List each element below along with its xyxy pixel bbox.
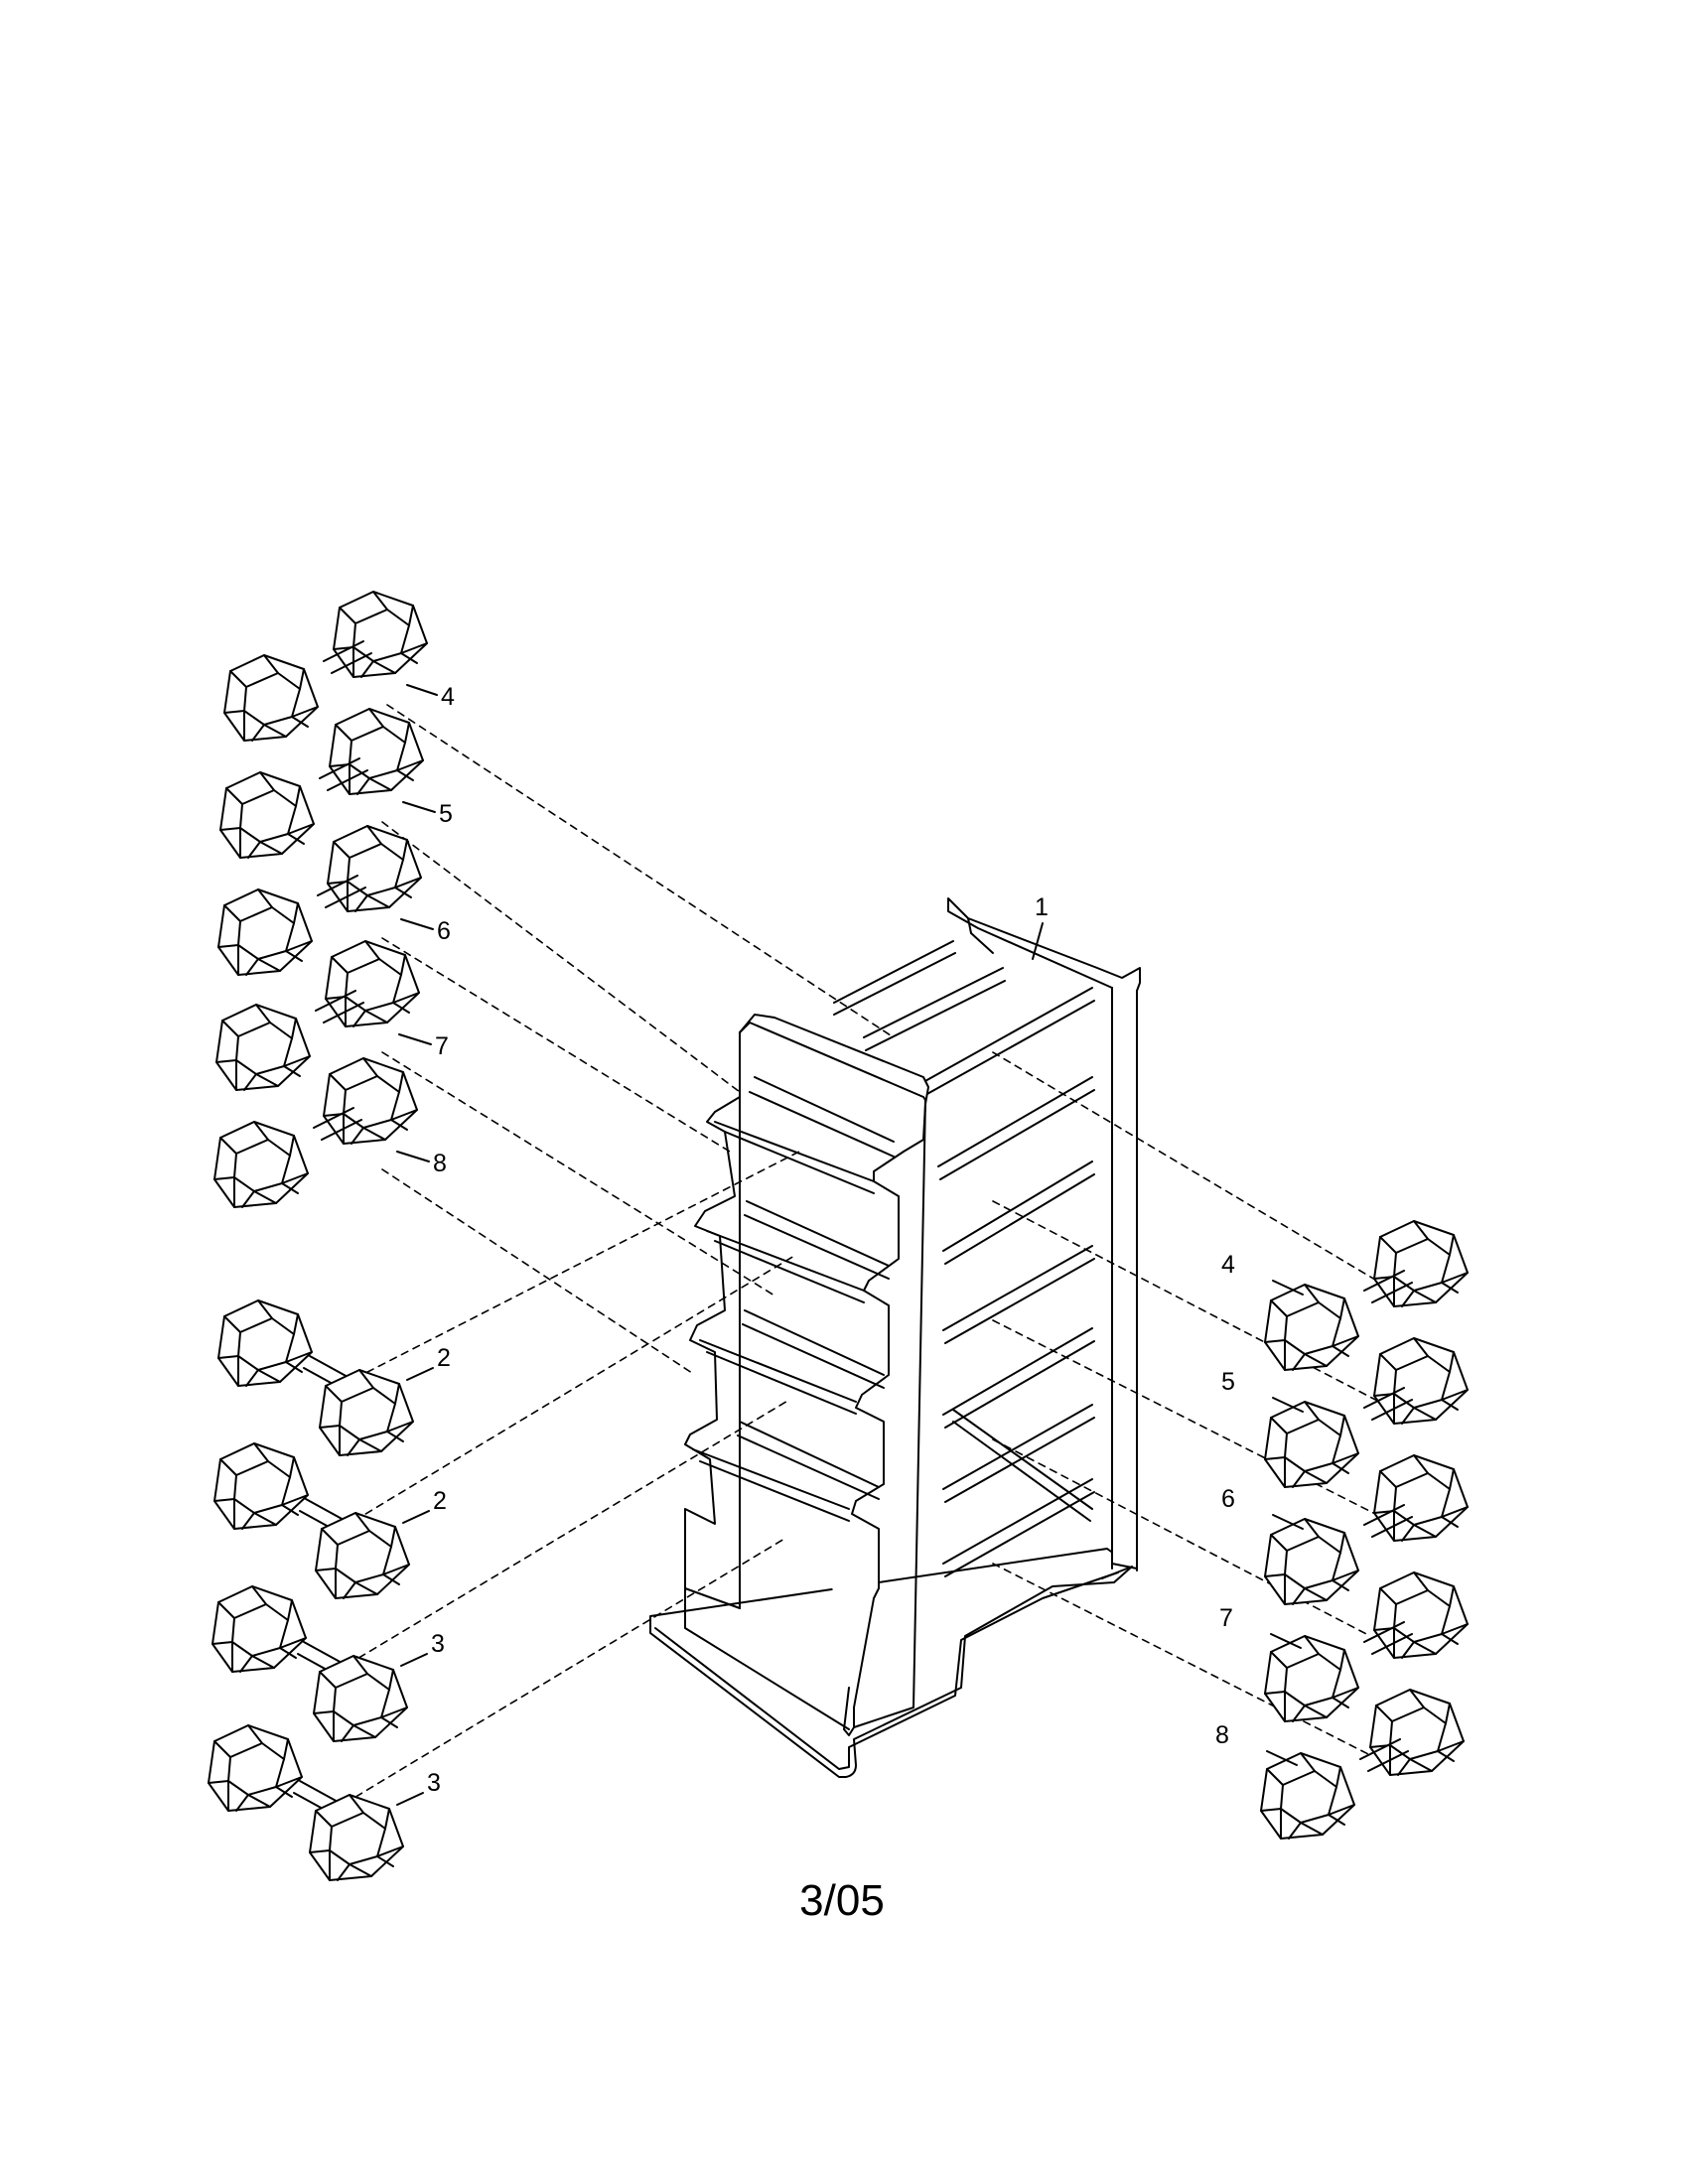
rack-part-number: 1 — [1035, 893, 1049, 921]
dumbbell-6-left: 6 — [218, 826, 451, 975]
part-label-7-right: 7 — [1219, 1604, 1233, 1632]
dumbbell-3b: 3 — [209, 1725, 441, 1880]
part-label-5: 5 — [439, 800, 453, 828]
dumbbell-5-left: 5 — [220, 709, 453, 858]
assembly-guide-lines — [322, 704, 1386, 1818]
rack-back-rods — [833, 940, 1095, 1577]
dumbbell-3a: 3 — [212, 1586, 445, 1741]
part-label-4: 4 — [441, 683, 455, 711]
part-label-3a: 3 — [431, 1630, 445, 1658]
dumbbell-4-right: 4 — [1221, 1221, 1468, 1370]
dumbbell-8-left: 8 — [214, 1058, 447, 1207]
rack-base-plate — [649, 1548, 1133, 1778]
dumbbell-7-left: 7 — [216, 941, 449, 1090]
dumbbell-2a: 2 — [218, 1300, 451, 1455]
part-label-2a: 2 — [437, 1344, 451, 1372]
part-label-7: 7 — [435, 1032, 449, 1060]
dumbbell-7-right: 7 — [1219, 1572, 1468, 1721]
dumbbell-2b: 2 — [214, 1443, 447, 1598]
part-label-8: 8 — [433, 1150, 447, 1177]
rack-front-rods — [692, 1076, 895, 1522]
dumbbell-group-right: 4 5 6 7 8 — [1215, 1221, 1468, 1839]
dumbbell-8-right: 8 — [1215, 1690, 1464, 1839]
dumbbell-rack: 1 — [649, 893, 1141, 1778]
dumbbell-group-left-upper: 4 5 6 7 8 — [214, 592, 455, 1207]
dumbbell-group-left-lower: 2 2 3 3 — [209, 1300, 451, 1880]
dumbbell-4-left: 4 — [224, 592, 455, 741]
part-label-6: 6 — [437, 917, 451, 945]
part-label-5-right: 5 — [1221, 1368, 1235, 1396]
part-label-3b: 3 — [427, 1769, 441, 1797]
part-label-2b: 2 — [433, 1487, 447, 1515]
part-label-6-right: 6 — [1221, 1485, 1235, 1513]
part-label-4-right: 4 — [1221, 1251, 1235, 1279]
part-label-8-right: 8 — [1215, 1721, 1229, 1749]
dumbbell-6-right: 6 — [1221, 1455, 1468, 1604]
date-code: 3/05 — [799, 1876, 885, 1925]
dumbbell-5-right: 5 — [1221, 1338, 1468, 1487]
